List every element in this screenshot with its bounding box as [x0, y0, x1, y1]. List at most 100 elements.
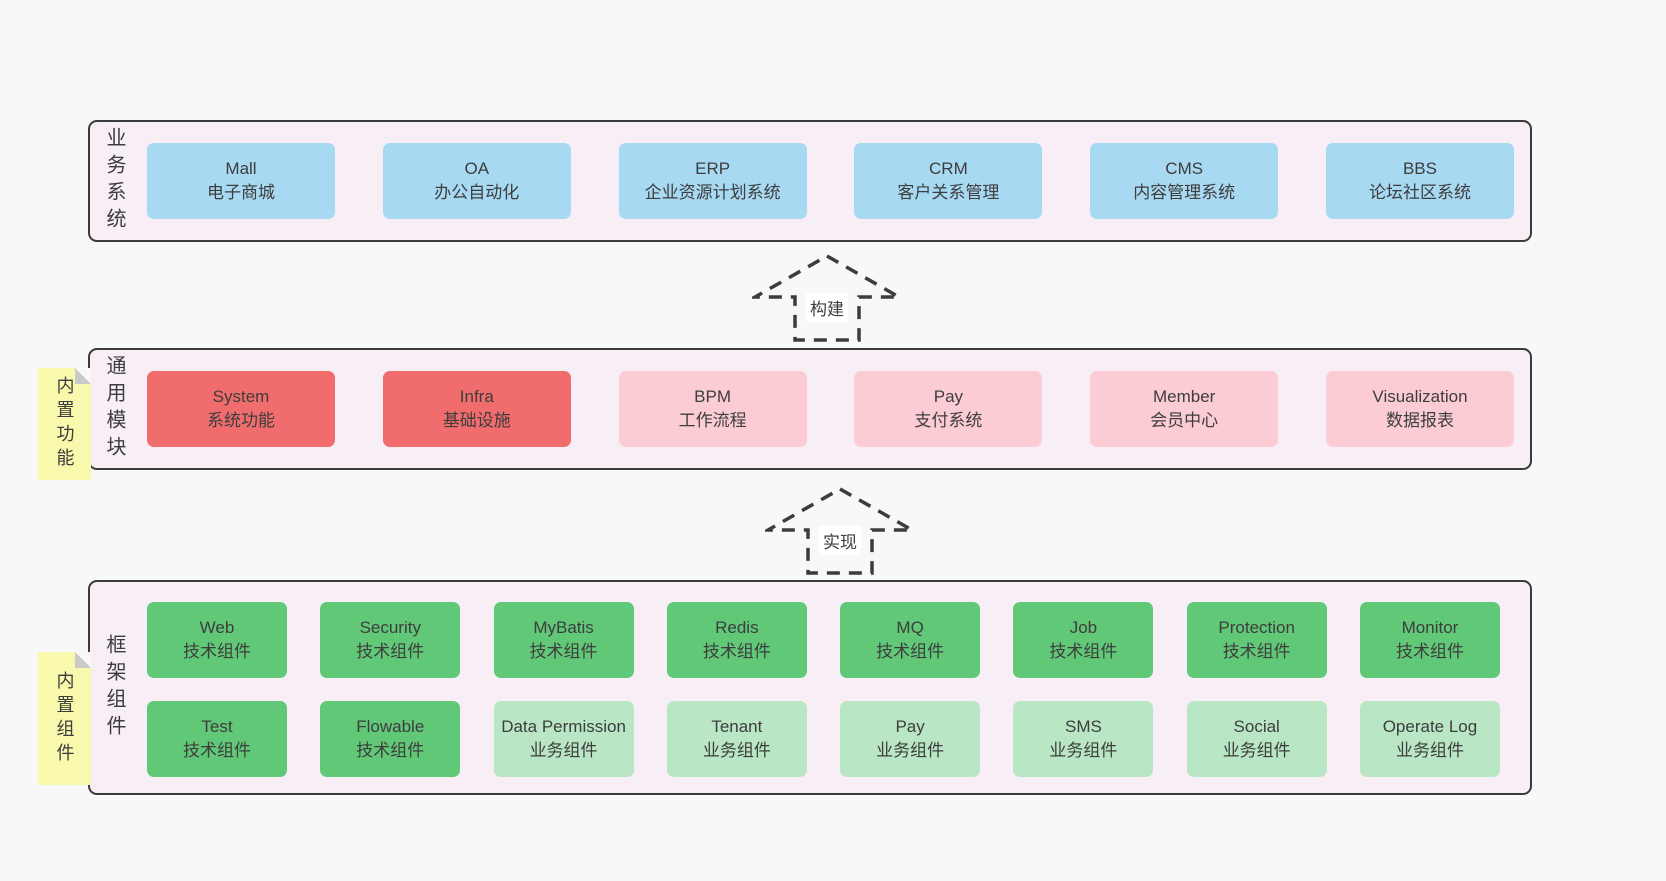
box-security: Security 技术组件: [320, 602, 461, 678]
box-subtitle: 业务组件: [1049, 741, 1118, 760]
box-web: Web 技术组件: [147, 602, 287, 678]
box-subtitle: 电子商城: [207, 183, 275, 202]
box-social: Social 业务组件: [1186, 701, 1327, 777]
component-rows: Web 技术组件 Security 技术组件 MyBatis 技术组件 Redi…: [147, 582, 1500, 793]
box-title: CRM: [929, 158, 968, 178]
box-member: Member 会员中心: [1090, 371, 1279, 447]
box-title: Security: [359, 617, 421, 637]
biz-components-row: Test 技术组件 Flowable 技术组件 Data Permission …: [147, 701, 1500, 777]
panel-modules-side-label: 通用模块: [103, 355, 125, 463]
box-title: Test: [201, 716, 233, 736]
box-title: SMS: [1064, 716, 1102, 736]
box-subtitle: 技术组件: [183, 642, 251, 661]
box-subtitle: 支付系统: [914, 411, 983, 430]
box-test: Test 技术组件: [147, 701, 287, 777]
box-subtitle: 业务组件: [1222, 741, 1291, 760]
sticky-note-built-in-components: 内置组件: [38, 652, 91, 785]
box-subtitle: 基础设施: [442, 411, 511, 430]
box-sms: SMS 业务组件: [1013, 701, 1154, 777]
note-text: 内置功能: [54, 376, 75, 472]
box-subtitle: 企业资源计划系统: [644, 183, 781, 202]
box-title: Redis: [715, 617, 759, 637]
box-tenant: Tenant 业务组件: [666, 701, 807, 777]
box-crm: CRM 客户关系管理: [854, 143, 1043, 219]
box-title: Pay: [933, 386, 964, 406]
box-subtitle: 技术组件: [876, 642, 945, 661]
box-subtitle: 内容管理系统: [1133, 183, 1236, 202]
box-title: MQ: [896, 617, 924, 637]
box-subtitle: 业务组件: [529, 741, 598, 760]
box-subtitle: 技术组件: [356, 642, 425, 661]
box-title: Infra: [459, 386, 494, 406]
box-subtitle: 工作流程: [678, 411, 747, 430]
arrow-build-label: 构建: [806, 293, 848, 322]
note-fold-corner-icon: [75, 368, 91, 384]
box-subtitle: 论坛社区系统: [1368, 183, 1471, 202]
box-title: Data Permission: [501, 716, 626, 736]
box-subtitle: 技术组件: [1222, 642, 1291, 661]
box-title: Operate Log: [1382, 716, 1478, 736]
box-subtitle: 业务组件: [702, 741, 771, 760]
box-data-permission: Data Permission 业务组件: [493, 701, 634, 777]
box-title: Member: [1153, 386, 1216, 406]
box-protection: Protection 技术组件: [1186, 602, 1327, 678]
panel-framework-components: 框架组件 Web 技术组件 Security 技术组件 MyBatis 技术组件…: [88, 580, 1532, 795]
box-subtitle: 客户关系管理: [897, 183, 1000, 202]
note-fold-corner-icon: [75, 652, 91, 668]
box-title: Job: [1069, 617, 1098, 637]
box-title: Protection: [1218, 617, 1295, 637]
box-oa: OA 办公自动化: [382, 143, 571, 219]
box-title: Web: [199, 617, 235, 637]
box-flowable: Flowable 技术组件: [320, 701, 461, 777]
box-mall: Mall 电子商城: [147, 143, 335, 219]
panel-components-side-label: 框架组件: [103, 633, 125, 742]
box-subtitle: 办公自动化: [434, 183, 520, 202]
arrow-build: 构建: [752, 253, 902, 343]
box-title: Tenant: [711, 716, 763, 736]
box-bpm: BPM 工作流程: [618, 371, 807, 447]
box-title: MyBatis: [533, 617, 594, 637]
arrow-implement: 实现: [765, 486, 915, 576]
box-subtitle: 技术组件: [356, 741, 425, 760]
box-title: BPM: [694, 386, 732, 406]
box-bbs: BBS 论坛社区系统: [1325, 143, 1514, 219]
box-title: Flowable: [356, 716, 425, 736]
box-mybatis: MyBatis 技术组件: [493, 602, 634, 678]
box-subtitle: 技术组件: [183, 741, 251, 760]
box-pay-module: Pay 支付系统: [854, 371, 1043, 447]
box-redis: Redis 技术组件: [666, 602, 807, 678]
box-title: System: [212, 386, 270, 406]
box-subtitle: 技术组件: [529, 642, 598, 661]
box-subtitle: 会员中心: [1150, 411, 1219, 430]
box-title: BBS: [1402, 158, 1437, 178]
up-arrow-icon: [752, 253, 902, 342]
box-system: System 系统功能: [147, 371, 335, 447]
arrow-implement-label: 实现: [819, 526, 861, 555]
module-boxes: System 系统功能 Infra 基础设施 BPM 工作流程 Pay 支付系统…: [147, 350, 1514, 468]
box-subtitle: 业务组件: [876, 741, 945, 760]
box-subtitle: 技术组件: [702, 642, 771, 661]
note-text: 内置组件: [54, 670, 75, 767]
box-title: OA: [464, 158, 490, 178]
up-arrow-icon: [765, 486, 915, 575]
box-cms: CMS 内容管理系统: [1090, 143, 1279, 219]
panel-business-side-label: 业务系统: [103, 127, 125, 235]
box-subtitle: 系统功能: [207, 411, 275, 430]
panel-common-modules: 通用模块 System 系统功能 Infra 基础设施 BPM 工作流程 Pay…: [88, 348, 1532, 470]
box-subtitle: 技术组件: [1049, 642, 1118, 661]
box-title: ERP: [695, 158, 731, 178]
box-subtitle: 业务组件: [1395, 741, 1464, 760]
box-title: CMS: [1165, 158, 1204, 178]
box-monitor: Monitor 技术组件: [1359, 602, 1500, 678]
box-title: Visualization: [1372, 386, 1468, 406]
box-operate-log: Operate Log 业务组件: [1359, 701, 1500, 777]
box-mq: MQ 技术组件: [840, 602, 981, 678]
panel-business-systems: 业务系统 Mall 电子商城 OA 办公自动化 ERP 企业资源计划系统 CRM…: [88, 120, 1532, 242]
tech-components-row: Web 技术组件 Security 技术组件 MyBatis 技术组件 Redi…: [147, 602, 1500, 678]
box-title: Social: [1233, 716, 1280, 736]
box-job: Job 技术组件: [1013, 602, 1154, 678]
box-title: Monitor: [1401, 617, 1459, 637]
box-title: Pay: [895, 716, 925, 736]
box-pay-component: Pay 业务组件: [840, 701, 981, 777]
